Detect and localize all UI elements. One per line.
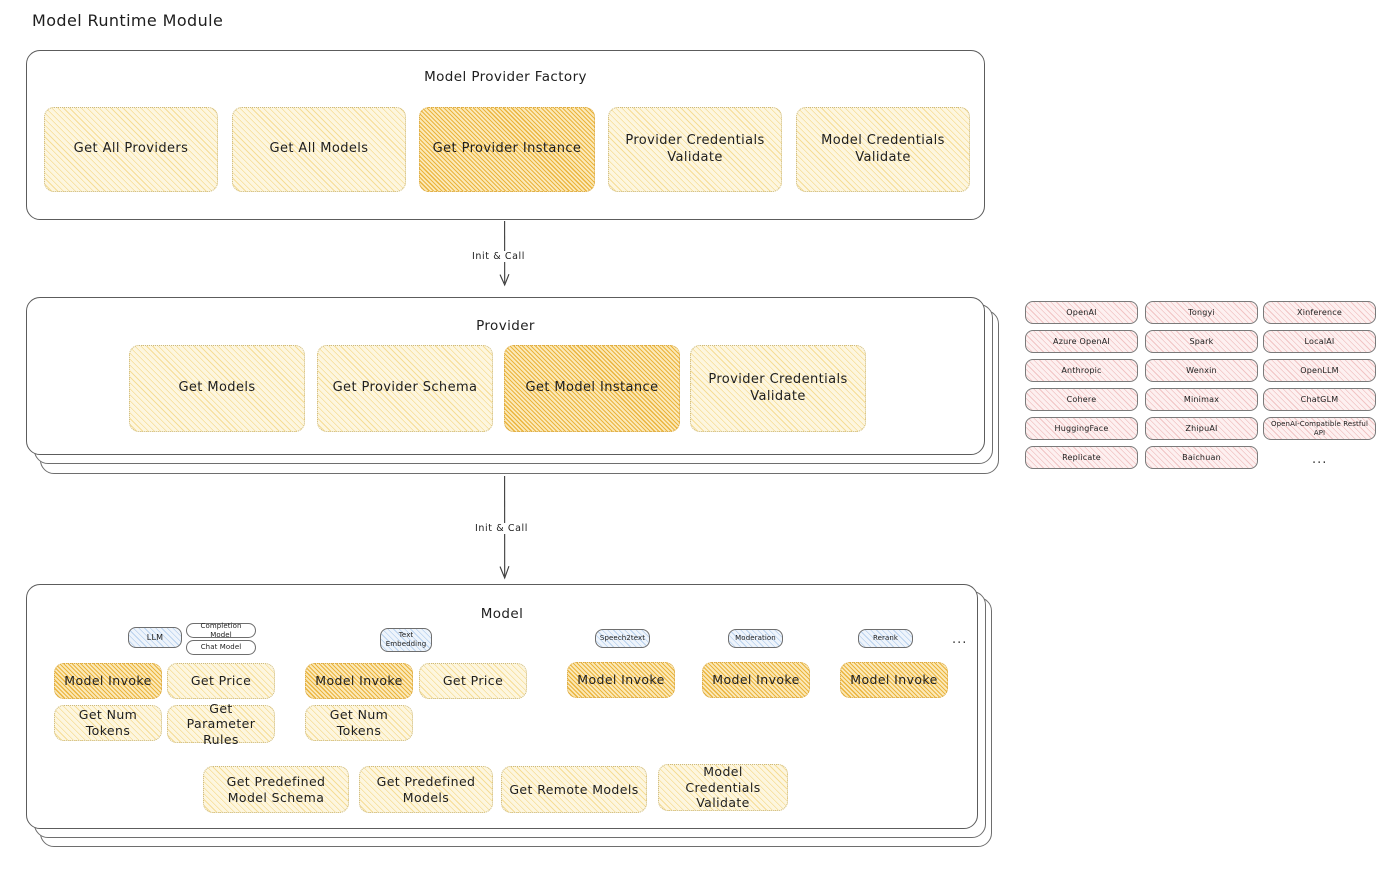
model-method-llm-get-parameter-rules[interactable]: Get Parameter Rules [167,701,275,747]
model-common-method-get-predefined-models[interactable]: Get Predefined Models [359,766,493,813]
provider-list-item-tongyi[interactable]: Tongyi [1145,301,1258,324]
arrow-factory-to-provider-label: Init & Call [469,251,528,262]
model-method-rerank-model-invoke[interactable]: Model Invoke [840,662,948,698]
model-type-badge-text-embedding[interactable]: Text Embedding [380,628,432,652]
provider-list-item-spark[interactable]: Spark [1145,330,1258,353]
model-types-more-indicator: ... [952,632,968,647]
provider-node-provider-credentials-validate[interactable]: Provider Credentials Validate [690,345,866,432]
model-common-method-get-predefined-model-schema[interactable]: Get Predefined Model Schema [203,766,349,813]
provider-list-item-openllm[interactable]: OpenLLM [1263,359,1376,382]
provider-list-item-zhipuai[interactable]: ZhipuAI [1145,417,1258,440]
provider-node-get-models[interactable]: Get Models [129,345,305,432]
factory-node-provider-credentials-validate[interactable]: Provider Credentials Validate [608,107,782,192]
factory-node-get-all-models[interactable]: Get All Models [232,107,406,192]
factory-node-model-credentials-validate[interactable]: Model Credentials Validate [796,107,970,192]
model-method-llm-get-price[interactable]: Get Price [167,663,275,699]
factory-node-get-all-providers[interactable]: Get All Providers [44,107,218,192]
model-method-text-embedding-get-num-tokens[interactable]: Get Num Tokens [305,705,413,741]
model-type-badge-speech2text[interactable]: Speech2text [595,629,650,648]
model-title: Model [480,606,524,622]
provider-list-item-minimax[interactable]: Minimax [1145,388,1258,411]
page-title: Model Runtime Module [32,11,224,30]
provider-list-item-replicate[interactable]: Replicate [1025,446,1138,469]
provider-list-item-openai[interactable]: OpenAI [1025,301,1138,324]
provider-title: Provider [476,318,535,334]
model-method-llm-get-num-tokens[interactable]: Get Num Tokens [54,705,162,741]
provider-list-item-huggingface[interactable]: HuggingFace [1025,417,1138,440]
arrow-provider-to-model-label: Init & Call [472,523,531,534]
factory-node-get-provider-instance[interactable]: Get Provider Instance [419,107,595,192]
model-method-llm-model-invoke[interactable]: Model Invoke [54,663,162,699]
provider-list-more-indicator: ... [1312,452,1328,467]
model-common-method-get-remote-models[interactable]: Get Remote Models [501,766,647,813]
model-type-badge-llm[interactable]: LLM [128,627,182,648]
model-provider-factory-title: Model Provider Factory [424,69,587,85]
provider-list-item-xinference[interactable]: Xinference [1263,301,1376,324]
provider-list-item-cohere[interactable]: Cohere [1025,388,1138,411]
provider-node-get-provider-schema[interactable]: Get Provider Schema [317,345,493,432]
model-method-moderation-model-invoke[interactable]: Model Invoke [702,662,810,698]
model-type-badge-rerank[interactable]: Rerank [858,629,913,648]
model-type-badge-moderation[interactable]: Moderation [728,629,783,648]
model-method-speech2text-model-invoke[interactable]: Model Invoke [567,662,675,698]
provider-list-item-anthropic[interactable]: Anthropic [1025,359,1138,382]
provider-list-item-chatglm[interactable]: ChatGLM [1263,388,1376,411]
model-method-text-embedding-get-price[interactable]: Get Price [419,663,527,699]
provider-list-item-openai-compatible-restful-api[interactable]: OpenAI-Compatible Restful API [1263,417,1376,440]
model-method-text-embedding-model-invoke[interactable]: Model Invoke [305,663,413,699]
provider-list-item-azure-openai[interactable]: Azure OpenAI [1025,330,1138,353]
provider-list-item-wenxin[interactable]: Wenxin [1145,359,1258,382]
model-subtype-badge-completion-model[interactable]: Completion Model [186,622,256,639]
provider-node-get-model-instance[interactable]: Get Model Instance [504,345,680,432]
model-subtype-badge-chat-model[interactable]: Chat Model [186,640,256,655]
provider-list-item-baichuan[interactable]: Baichuan [1145,446,1258,469]
provider-list-item-localai[interactable]: LocalAI [1263,330,1376,353]
model-common-method-model-credentials-validate[interactable]: Model Credentials Validate [658,764,788,811]
